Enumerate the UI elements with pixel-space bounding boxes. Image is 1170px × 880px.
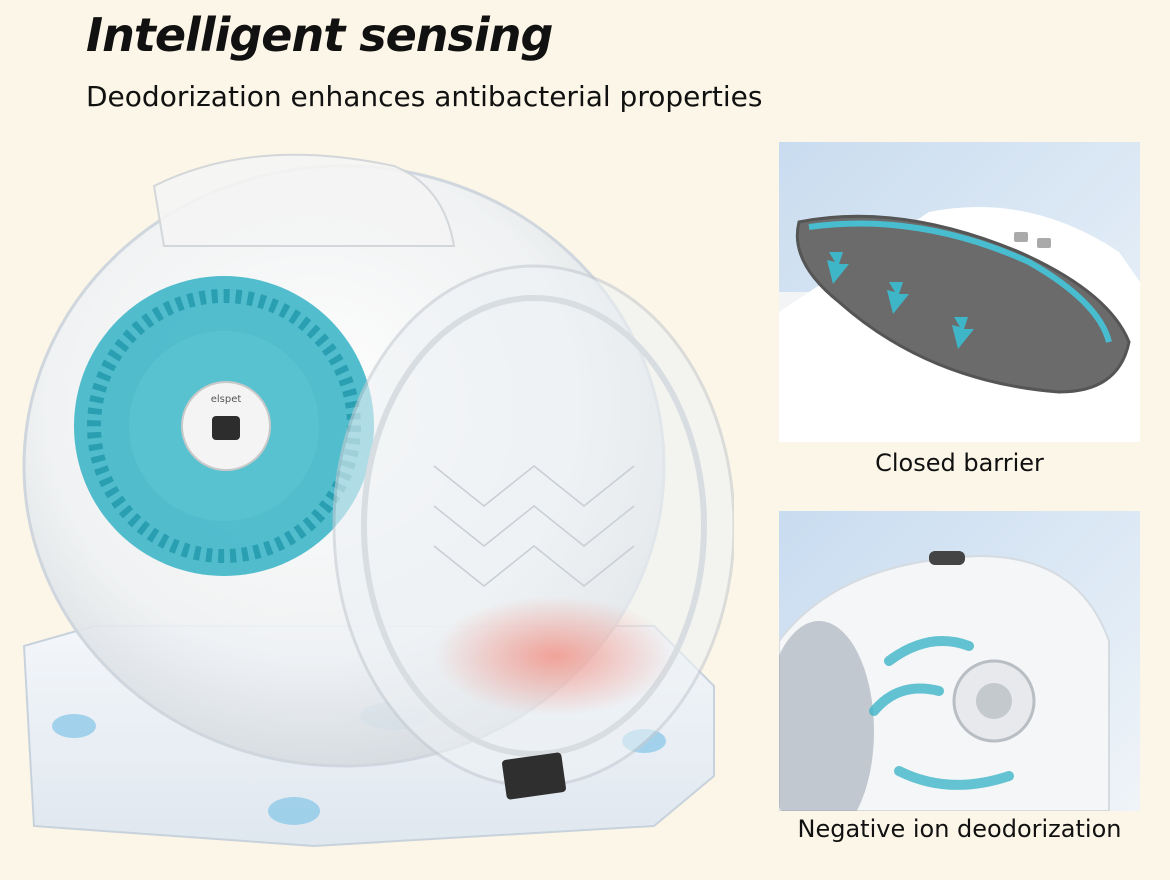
closed-barrier-caption: Closed barrier <box>875 449 1044 477</box>
closed-barrier-image <box>779 142 1140 442</box>
litter-box-illustration: elspet <box>22 153 736 848</box>
negative-ion-caption: Negative ion deodorization <box>797 815 1122 843</box>
page-subtitle: Deodorization enhances antibacterial pro… <box>86 80 763 113</box>
device-brand-label: elspet <box>211 394 242 405</box>
closed-barrier-illustration <box>779 207 1140 442</box>
negative-ion-image <box>779 511 1140 811</box>
negative-ion-illustration <box>779 551 1110 811</box>
page-title: Intelligent sensing <box>86 8 553 62</box>
hero-product-image: elspet <box>14 126 736 866</box>
